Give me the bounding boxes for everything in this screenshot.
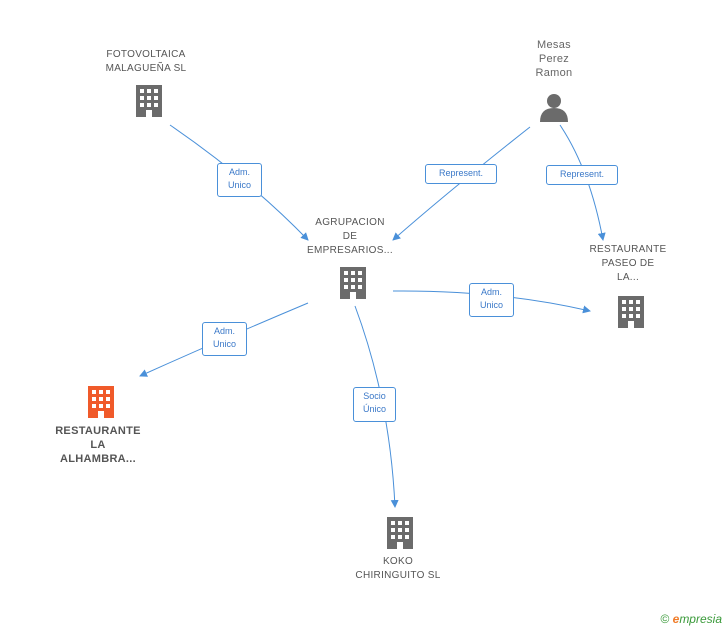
building-icon[interactable] bbox=[136, 85, 162, 117]
building-icon[interactable] bbox=[88, 386, 114, 418]
building-icon[interactable] bbox=[387, 517, 413, 549]
node-label-agrupacion[interactable]: AGRUPACION DE EMPRESARIOS... bbox=[307, 217, 393, 256]
building-icon[interactable] bbox=[618, 296, 644, 328]
edge-label-agrupacion-koko: Socio Único bbox=[353, 387, 396, 422]
brand-logo-initial: e bbox=[672, 612, 680, 626]
copyright-symbol: © bbox=[660, 612, 670, 626]
node-label-fotovoltaica[interactable]: FOTOVOLTAICA MALAGUEÑA SL bbox=[105, 49, 187, 74]
person-icon[interactable] bbox=[540, 94, 568, 122]
edge-label-fotovoltaica-agrupacion: Adm. Unico bbox=[217, 163, 262, 197]
edge-mesas-agrupacion bbox=[392, 126, 531, 241]
edge-label-mesas-paseo: Represent. bbox=[546, 165, 618, 185]
node-label-restaurante-paseo[interactable]: RESTAURANTE PASEO DE LA... bbox=[589, 244, 667, 283]
edge-label-agrupacion-alhambra: Adm. Unico bbox=[202, 322, 247, 356]
building-icon[interactable] bbox=[340, 267, 366, 299]
edge-label-agrupacion-paseo: Adm. Unico bbox=[469, 283, 514, 317]
edge-label-mesas-agrupacion: Represent. bbox=[425, 164, 497, 184]
footer-brand: © empresia bbox=[660, 612, 722, 626]
node-label-restaurante-alhambra[interactable]: RESTAURANTE LA ALHAMBRA... bbox=[55, 425, 141, 465]
node-label-koko[interactable]: KOKO CHIRINGUITO SL bbox=[355, 556, 441, 581]
brand-logo-text: mpresia bbox=[679, 612, 722, 626]
node-label-mesas[interactable]: Mesas Perez Ramon bbox=[535, 39, 573, 79]
